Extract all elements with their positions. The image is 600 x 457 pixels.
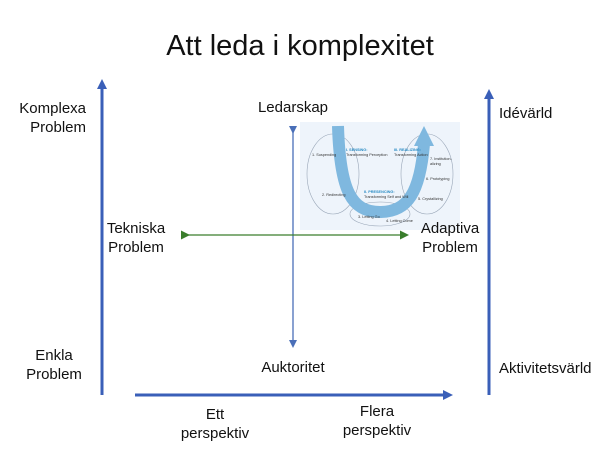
horizontal-axis-left-label: Tekniska Problem [104, 219, 168, 257]
u-step-6: 6. Prototyping [426, 177, 450, 181]
bottom-axis-right-label: Flera perspektiv [332, 402, 422, 440]
right-axis-bottom-label: Aktivitetsvärld [499, 360, 592, 377]
u-phase-2-title: II. PRESENCING: [364, 190, 395, 194]
bottom-left-line-2: perspektiv [180, 425, 250, 442]
left-axis-top-line-2: Problem [30, 119, 86, 136]
page-title: Att leda i komplexitet [166, 30, 434, 62]
u-phase-3-sub: Transforming Action [394, 153, 428, 157]
horizontal-left-line-2: Problem [108, 239, 164, 256]
u-phase-1-sub: Transforming Perception [346, 153, 388, 157]
left-axis-top-line-1: Komplexa [19, 100, 86, 117]
left-axis-bottom-line-2: Problem [26, 366, 82, 383]
u-phase-2-sub: Transforming Self and Will [364, 195, 409, 199]
horizontal-right-line-1: Adaptiva [420, 220, 480, 237]
left-axis-bottom-line-1: Enkla [35, 347, 73, 364]
horizontal-right-line-2: Problem [422, 239, 478, 256]
bottom-left-line-1: Ett [205, 406, 225, 423]
left-axis-top-label: Komplexa Problem [16, 99, 86, 137]
center-axis-top-label: Ledarskap [257, 99, 329, 116]
u-step-2: 2. Redirecting [322, 193, 346, 197]
right-axis-top-label: Idévärld [499, 105, 553, 122]
horizontal-left-line-1: Tekniska [106, 220, 166, 237]
bottom-right-line-1: Flera [359, 403, 395, 420]
bottom-axis-left-label: Ett perspektiv [170, 405, 260, 443]
u-step-3: 3. Letting Go [358, 215, 380, 219]
bottom-right-line-2: perspektiv [342, 422, 412, 439]
u-step-1: 1. Suspending [312, 153, 337, 157]
u-theory-diagram: 1. Suspending 2. Redirecting 3. Letting … [300, 122, 460, 230]
u-phase-1-title: I. SENSING: [346, 148, 368, 152]
u-step-7: 7. Institution-alizing [430, 157, 452, 166]
u-curve-graphic [306, 125, 454, 227]
center-axis-bottom-label: Auktoritet [261, 359, 325, 376]
horizontal-axis-right-label: Adaptiva Problem [418, 219, 482, 257]
left-axis-bottom-label: Enkla Problem [20, 346, 88, 384]
u-step-5: 5. Crystallizing [418, 197, 443, 201]
u-step-4: 4. Letting Come [386, 219, 413, 223]
u-phase-3-title: III. REALIZING: [394, 148, 421, 152]
